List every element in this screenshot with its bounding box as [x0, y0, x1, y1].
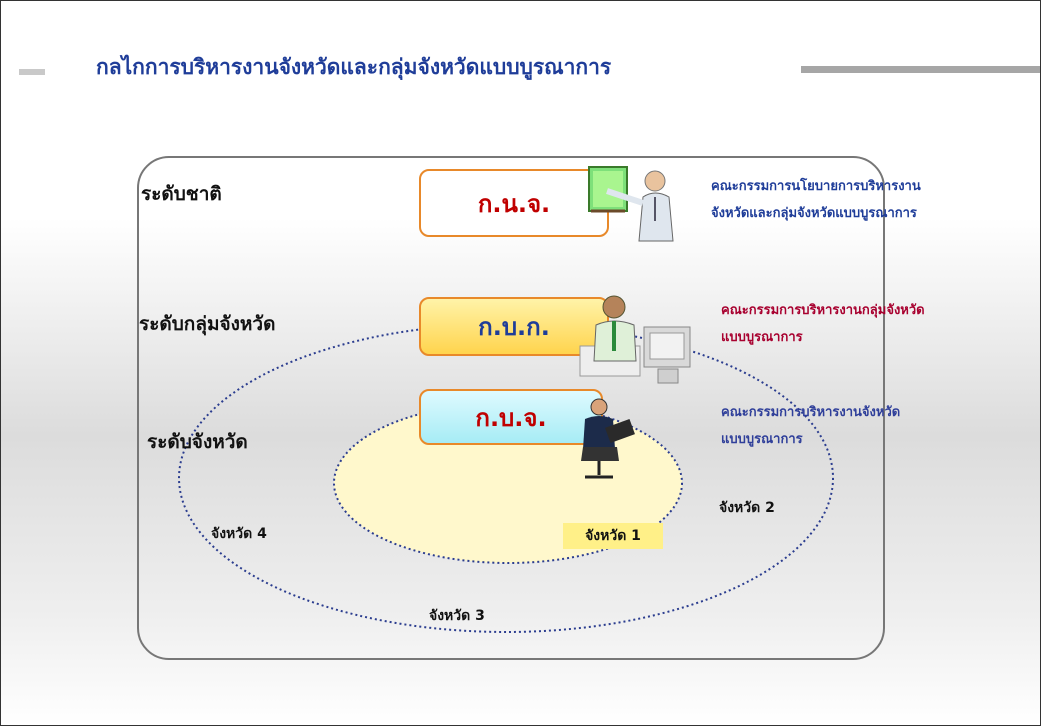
laptop-businessman-icon: [581, 398, 635, 479]
title-accent-right: [801, 66, 1040, 73]
committee-national-desc-line2: จังหวัดและกลุ่มจังหวัดแบบบูรณาการ: [711, 206, 917, 221]
committee-national-abbr: ก.น.จ.: [477, 189, 551, 218]
committee-national-box: ก.น.จ.: [419, 169, 609, 237]
committee-group-desc-line1: คณะกรรมการบริหารงานกลุ่มจังหวัด: [721, 303, 925, 318]
committee-province-box: ก.บ.จ.: [419, 389, 603, 445]
computer-worker-icon: [579, 295, 691, 384]
committee-province-desc-line1: คณะกรรมการบริหารงานจังหวัด: [721, 405, 901, 420]
title-accent-left: [19, 69, 45, 75]
province-2-label: จังหวัด 2: [719, 500, 775, 516]
level-group: ระดับกลุ่มจังหวัด: [139, 313, 276, 335]
committee-province-abbr: ก.บ.จ.: [475, 403, 547, 432]
diagram-frame: [137, 156, 885, 660]
committee-province-desc-line2: แบบบูรณาการ: [721, 432, 803, 447]
committee-group-description: คณะกรรมการบริหารงานกลุ่มจังหวัด แบบบูรณา…: [721, 297, 925, 351]
presenter-icon: [588, 166, 674, 242]
committee-province-description: คณะกรรมการบริหารงานจังหวัด แบบบูรณาการ: [721, 399, 900, 453]
committee-group-abbr: ก.บ.ก.: [478, 313, 550, 341]
committee-national-description: คณะกรรมการนโยบายการบริหารงาน จังหวัดและก…: [711, 173, 921, 227]
province-1-label: จังหวัด 1: [563, 523, 663, 549]
level-national: ระดับชาติ: [141, 183, 222, 205]
province-3-label: จังหวัด 3: [429, 608, 485, 624]
level-province: ระดับจังหวัด: [147, 431, 248, 453]
committee-national-desc-line1: คณะกรรมการนโยบายการบริหารงาน: [711, 179, 921, 194]
outer-ellipse: [178, 323, 834, 633]
committee-group-desc-line2: แบบบูรณาการ: [721, 330, 803, 345]
province-4-label: จังหวัด 4: [211, 526, 267, 542]
page-title: กลไกการบริหารงานจังหวัดและกลุ่มจังหวัดแบ…: [96, 54, 612, 79]
